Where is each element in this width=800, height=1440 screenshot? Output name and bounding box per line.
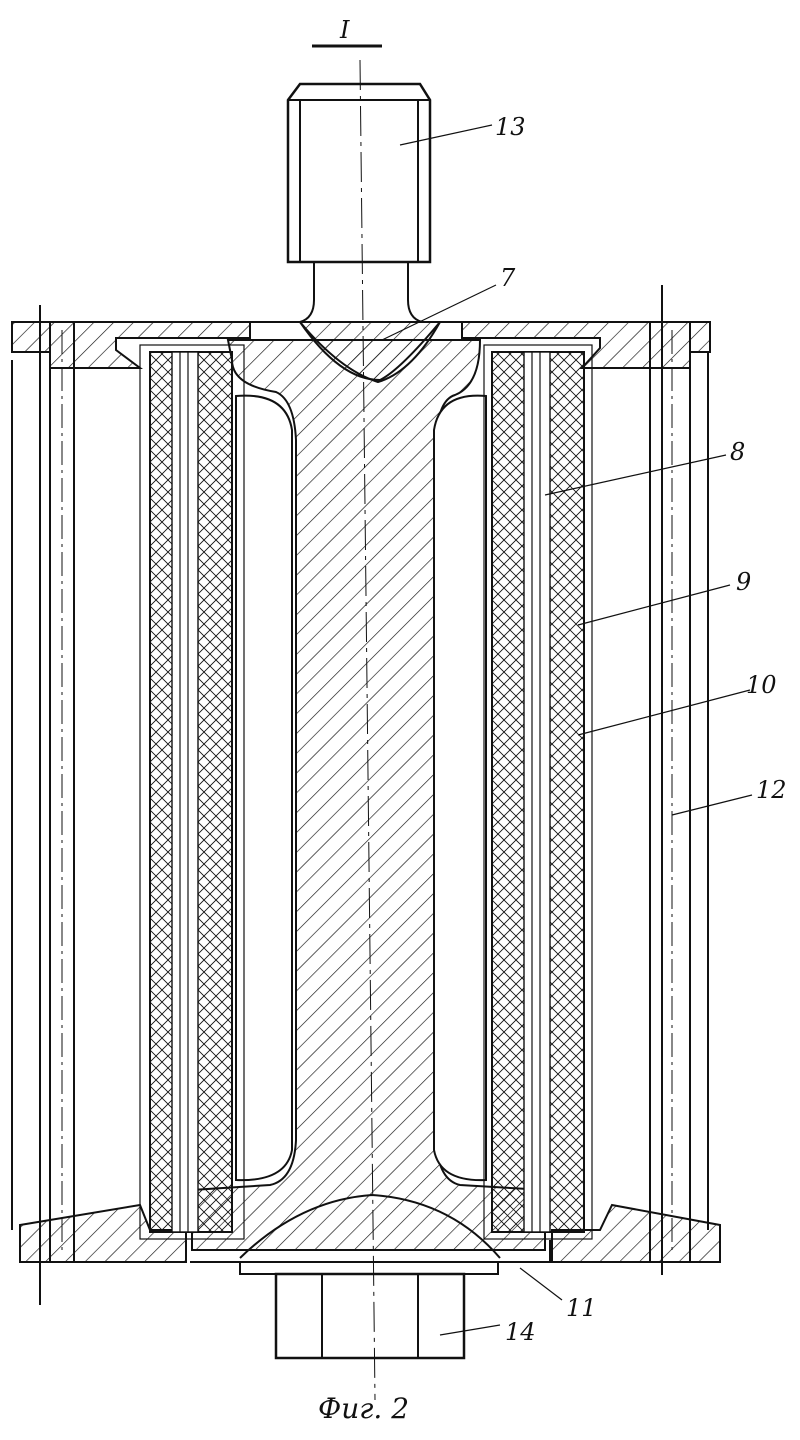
bottom-nut-14 [276, 1274, 464, 1358]
right-tie-rod-12 [650, 285, 690, 1275]
callout-10: 10 [746, 671, 777, 699]
callout-7: 7 [500, 264, 516, 292]
callout-11: 11 [566, 1294, 597, 1322]
view-label-text: I [339, 16, 350, 44]
right-winding-assembly [484, 345, 592, 1239]
callout-14: 14 [505, 1318, 536, 1346]
top-block-13 [288, 84, 430, 322]
callout-12: 12 [756, 776, 787, 804]
section-view-label: I [312, 16, 382, 46]
callout-9: 9 [736, 568, 751, 596]
figure-caption: Фиг. 2 [318, 1392, 409, 1425]
left-tie-rod [40, 305, 74, 1305]
left-winding-assembly [140, 345, 244, 1239]
callout-13: 13 [495, 113, 526, 141]
callout-8: 8 [730, 438, 745, 466]
